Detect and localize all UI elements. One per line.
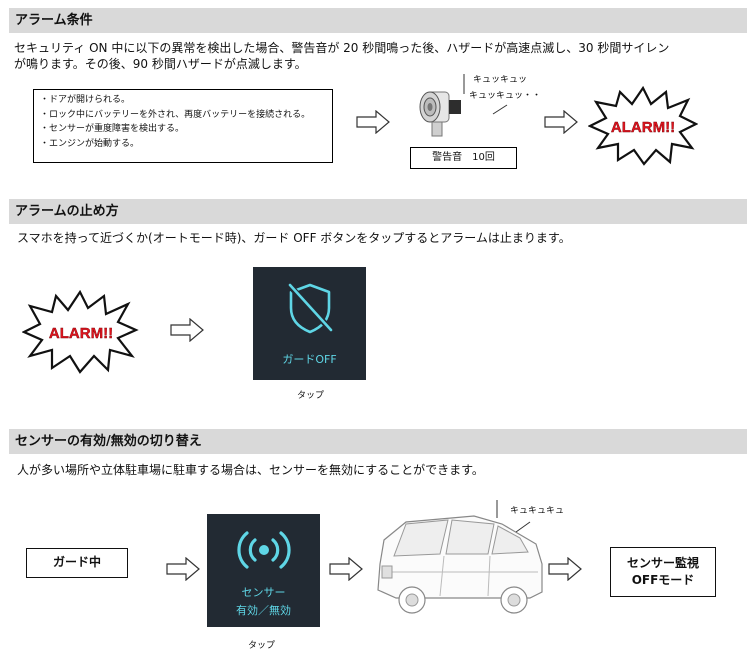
arrow-right-icon [544,110,578,134]
arrow-right-icon [170,318,204,342]
sound-lines-icon [496,500,531,533]
alarm-burst-icon: ALARM!! [22,290,139,374]
tap-label: タップ [297,391,325,401]
tap-label: タップ [248,641,276,651]
alarm-text: ALARM!! [611,119,675,136]
sensor-toggle-button[interactable]: センサー 有効／無効 [207,514,320,627]
condition-item: ・ロック中にバッテリーを外され、再度バッテリーを接続される。 [40,109,311,120]
car-icon [377,515,543,614]
stop-alarm-desc: スマホを持って近づくか(オートモード時)、ガード OFF ボタンをタップするとア… [17,231,571,245]
sensor-off-mode-label: センサー監視 OFFモード [610,547,716,597]
sensor-off-line1: センサー監視 [626,556,699,570]
condition-item: ・センサーが重度障害を検出する。 [40,124,185,134]
conditions-box: ・ドアが開けられる。 ・ロック中にバッテリーを外され、再度バッテリーを接続される… [33,89,333,163]
alarm-text: ALARM!! [49,325,113,342]
section-header-sensor-toggle: センサーの有効/無効の切り替え [9,429,747,454]
guard-off-button[interactable]: ガードOFF [253,267,366,380]
sensor-toggle-desc: 人が多い場所や立体駐車場に駐車する場合は、センサーを無効にすることができます。 [17,463,484,477]
speaker-caption: 警告音 10回 [410,147,517,169]
alarm-conditions-desc-line1: セキュリティ ON 中に以下の異常を検出した場合、警告音が 20 秒間鳴った後、… [14,41,670,55]
arrow-right-icon [166,557,200,581]
sensor-off-line2: OFFモード [631,573,695,587]
sensor-sound-text: キュキュキュ [510,506,565,516]
section-header-stop-alarm: アラームの止め方 [9,199,747,224]
alarm-burst-icon: ALARM!! [588,86,698,166]
arrow-right-icon [329,557,363,581]
alarm-sound-text-1: キュッキュッ [473,75,528,85]
condition-item: ・ドアが開けられる。 [40,95,131,105]
guard-off-label: ガードOFF [282,353,337,366]
arrow-right-icon [548,557,582,581]
arrow-right-icon [356,110,390,134]
alarm-sound-text-2: キュッキュッ・・ [469,91,542,101]
guard-status-label: ガード中 [26,548,128,578]
sensor-label-line2: 有効／無効 [236,604,291,617]
speaker-icon [419,91,461,137]
sensor-label-line1: センサー [241,586,286,599]
shield-off-icon [285,281,335,334]
section-header-alarm-conditions: アラーム条件 [9,8,747,33]
condition-item: ・エンジンが始動する。 [40,138,140,149]
sensor-wave-icon [237,531,291,569]
sound-lines-icon [463,74,508,115]
alarm-conditions-desc-line2: が鳴ります。その後、90 秒間ハザードが点滅します。 [14,57,307,71]
